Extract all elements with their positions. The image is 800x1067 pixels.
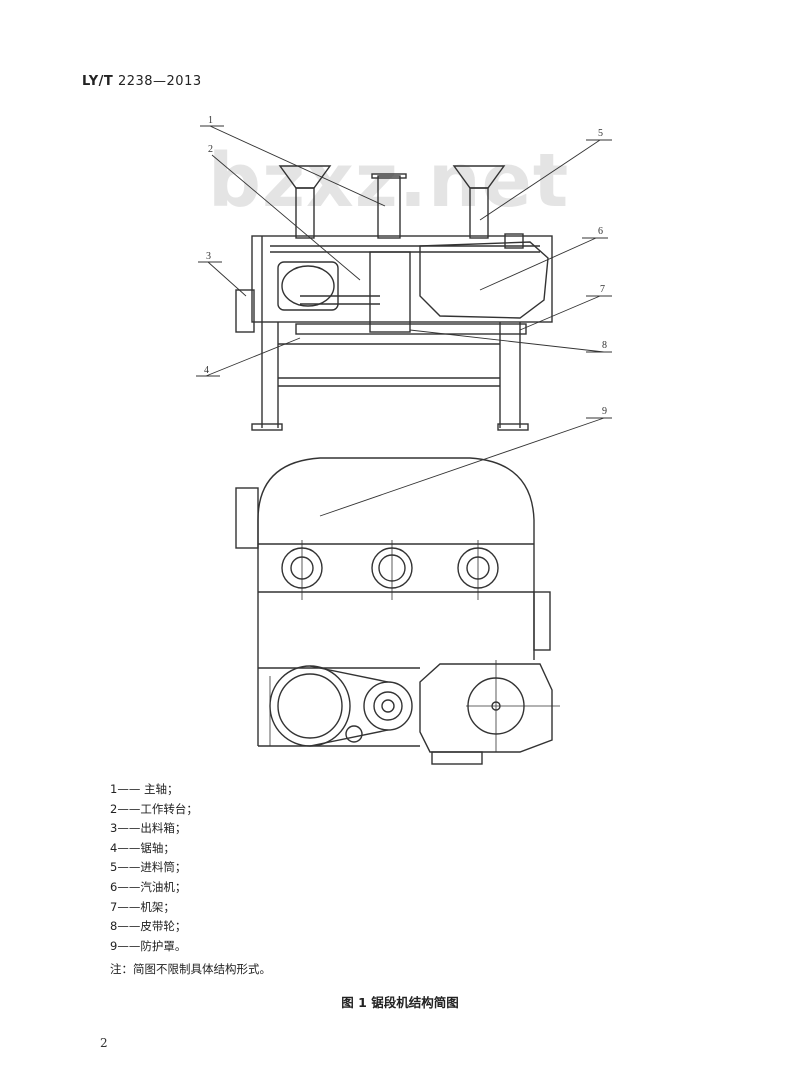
leader-8 — [409, 329, 605, 353]
elevation-view — [196, 125, 612, 517]
page-number: 2 — [100, 1036, 108, 1050]
legend-item: 2——工作转台； — [110, 801, 198, 816]
foot-left — [251, 423, 283, 431]
foot-right — [497, 423, 529, 431]
engine-body — [419, 241, 549, 319]
callout-number-7: 7 — [600, 284, 605, 295]
turntable-housing — [277, 261, 339, 311]
callout-number-2: 2 — [208, 144, 213, 155]
feed-tube-right — [469, 187, 489, 239]
leader-3 — [207, 261, 247, 297]
leader-7 — [519, 295, 601, 331]
callout-number-1: 1 — [208, 115, 213, 126]
figure-note: 注：简图不限制具体结构形式。 — [110, 962, 271, 976]
feed-funnel-right — [452, 165, 506, 189]
callout-number-5: 5 — [598, 128, 603, 139]
engine-cap — [504, 233, 524, 249]
plan-view — [235, 457, 560, 765]
legend-item: 4——锯轴； — [110, 840, 175, 855]
leader-4 — [205, 337, 301, 377]
legend-item: 7——机架； — [110, 899, 175, 914]
callout-number-8: 8 — [602, 340, 607, 351]
feed-tube-left — [295, 187, 315, 239]
leader-9 — [319, 417, 605, 517]
standard-header: LY/T 2238—2013 — [82, 74, 202, 89]
center-pulley — [369, 251, 411, 333]
discharge-box — [235, 289, 255, 333]
protective-cover — [257, 457, 535, 746]
legend-item: 9——防护罩。 — [110, 938, 187, 953]
main-spindle-top — [377, 175, 401, 239]
side-box-left — [235, 487, 259, 549]
side-box-right — [533, 591, 551, 651]
legend-item: 3——出料箱； — [110, 821, 187, 836]
standard-number: 2238—2013 — [117, 74, 202, 89]
saw-shaft-belt — [295, 323, 527, 335]
callout-number-4: 4 — [204, 365, 209, 376]
spindle-cap — [371, 173, 407, 179]
leader-5 — [479, 139, 601, 221]
standard-prefix: LY/T — [82, 74, 114, 89]
leader-6 — [479, 237, 597, 291]
callout-number-6: 6 — [598, 226, 603, 237]
legend-item: 1—— 主轴； — [110, 782, 179, 796]
legend-item: 6——汽油机； — [110, 879, 187, 894]
legend-item: 8——皮带轮； — [110, 919, 187, 934]
engine-base — [431, 751, 483, 765]
legend-list: 1—— 主轴； 2——工作转台； 3——出料箱； 4——锯轴； 5——进料筒； … — [110, 780, 198, 956]
belt-pulley — [363, 681, 413, 731]
engine-plan — [419, 663, 553, 753]
callout-number-3: 3 — [206, 251, 211, 262]
turntable-wheel — [281, 265, 335, 307]
small-pulley — [345, 725, 363, 743]
leader-2 — [211, 154, 361, 281]
legend-item: 5——进料筒； — [110, 860, 187, 875]
leader-1 — [209, 125, 386, 207]
callout-number-9: 9 — [602, 406, 607, 417]
figure-caption: 图 1 锯段机结构简图 — [341, 995, 459, 1010]
large-wheel — [269, 665, 351, 747]
frame-box — [251, 235, 553, 323]
